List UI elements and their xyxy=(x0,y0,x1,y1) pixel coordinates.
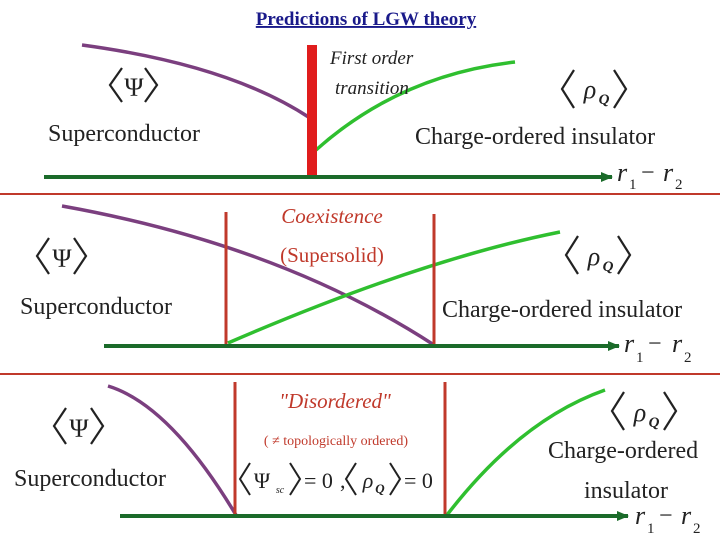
rho-bracket-label: ρ Q xyxy=(560,69,628,109)
psi-symbol: Ψ xyxy=(69,414,89,443)
axis-label-r1-minus-r2: r 1 − r 2 xyxy=(624,329,692,366)
equals-zero-1: = 0 xyxy=(304,468,333,493)
angle-bracket-right xyxy=(144,67,159,103)
order-parameter-curve xyxy=(81,43,311,120)
page-title: Predictions of LGW theory xyxy=(256,9,477,30)
rho-subscript: Q xyxy=(603,259,614,275)
angle-bracket-left xyxy=(610,391,625,431)
axis-r2: r xyxy=(663,158,674,187)
axis-r1: r xyxy=(617,158,628,187)
axis-minus: − xyxy=(641,160,655,186)
axis-label-r1-minus-r2: r 1 − r 2 xyxy=(617,158,683,193)
rho-symbol: ρ xyxy=(633,398,646,427)
charge-ordered-insulator-label: Charge-ordered insulator xyxy=(442,297,682,323)
psi-symbol: Ψ xyxy=(124,73,144,102)
axis-r2-subscript: 2 xyxy=(675,177,683,193)
axis-minus: − xyxy=(648,331,662,357)
insulator-label: insulator xyxy=(584,478,668,504)
panel-coexistence: Ψ ρ Q Superconductor Charge-ordered insu… xyxy=(20,204,692,366)
psi-bracket-label: Ψ xyxy=(52,407,105,445)
axis-label-r1-minus-r2: r 1 − r 2 xyxy=(635,501,701,537)
axis-r1: r xyxy=(635,501,646,530)
psi-bracket-label: Ψ xyxy=(35,237,88,275)
rho-bracket-label: ρ Q xyxy=(610,391,678,431)
axis-r1: r xyxy=(624,329,635,358)
angle-bracket-left xyxy=(108,67,123,103)
rho-subscript: Q xyxy=(599,92,610,108)
superconductor-label: Superconductor xyxy=(48,121,200,147)
angle-bracket-left xyxy=(564,235,579,275)
axis-r2-subscript: 2 xyxy=(693,521,701,537)
coexistence-label: Coexistence xyxy=(281,204,382,228)
rho-symbol: ρ xyxy=(583,75,596,104)
first-order-label: First order xyxy=(329,48,414,69)
charge-order-curve xyxy=(314,60,516,152)
axis-r1-subscript: 1 xyxy=(647,521,655,537)
superconductor-label: Superconductor xyxy=(20,294,172,320)
charge-ordered-label: Charge-ordered xyxy=(548,438,698,464)
panel-disordered: Ψ ρ Q Superconductor Charge-ordered insu… xyxy=(14,382,701,537)
rho-subscript: Q xyxy=(649,415,660,431)
angle-bracket-left xyxy=(35,237,50,275)
angle-bracket-right xyxy=(90,407,105,445)
order-parameter-curve xyxy=(61,204,435,347)
axis-r2-subscript: 2 xyxy=(684,350,692,366)
psi-symbol: Ψ xyxy=(52,244,72,273)
charge-ordered-insulator-label: Charge-ordered insulator xyxy=(415,124,655,150)
angle-bracket-right xyxy=(613,69,628,109)
angle-bracket-right xyxy=(617,235,632,275)
psi-bracket-label: Ψ xyxy=(108,67,159,103)
charge-order-curve xyxy=(445,388,606,517)
axis-r2: r xyxy=(672,329,683,358)
superconductor-label: Superconductor xyxy=(14,466,166,492)
comma: , xyxy=(340,468,346,493)
order-parameter-curve xyxy=(107,384,238,516)
rho-symbol: ρ xyxy=(362,468,374,493)
rho-bracket-label: ρ Q xyxy=(564,235,632,275)
angle-bracket-right xyxy=(73,237,88,275)
angle-bracket-right xyxy=(663,391,678,431)
charge-order-curve xyxy=(227,230,561,345)
rho-symbol: ρ xyxy=(587,242,600,271)
axis-minus: − xyxy=(659,503,673,529)
rho-subscript: Q xyxy=(375,481,385,496)
zero-order-parameters-equation: Ψ sc = 0 , ρ Q = 0 xyxy=(238,462,433,496)
transition-label: transition xyxy=(335,78,409,99)
axis-r2: r xyxy=(681,501,692,530)
angle-bracket-left xyxy=(52,407,67,445)
first-order-transition-line xyxy=(307,45,317,177)
angle-bracket-left xyxy=(560,69,575,109)
angle-bracket-right xyxy=(389,462,402,496)
equals-zero-2: = 0 xyxy=(404,468,433,493)
angle-bracket-right xyxy=(289,462,302,496)
psi-symbol: Ψ xyxy=(254,468,271,493)
disordered-label: "Disordered" xyxy=(279,389,391,413)
angle-bracket-left xyxy=(344,462,357,496)
axis-r1-subscript: 1 xyxy=(636,350,644,366)
angle-bracket-left xyxy=(238,462,251,496)
axis-r1-subscript: 1 xyxy=(629,177,637,193)
panel-first-order: Ψ ρ Q Superconductor Charge-ordered insu… xyxy=(44,43,683,193)
not-topologically-ordered-label: ( ≠ topologically ordered) xyxy=(264,434,408,449)
supersolid-label: (Supersolid) xyxy=(280,243,384,267)
psi-subscript-sc: sc xyxy=(276,485,285,496)
